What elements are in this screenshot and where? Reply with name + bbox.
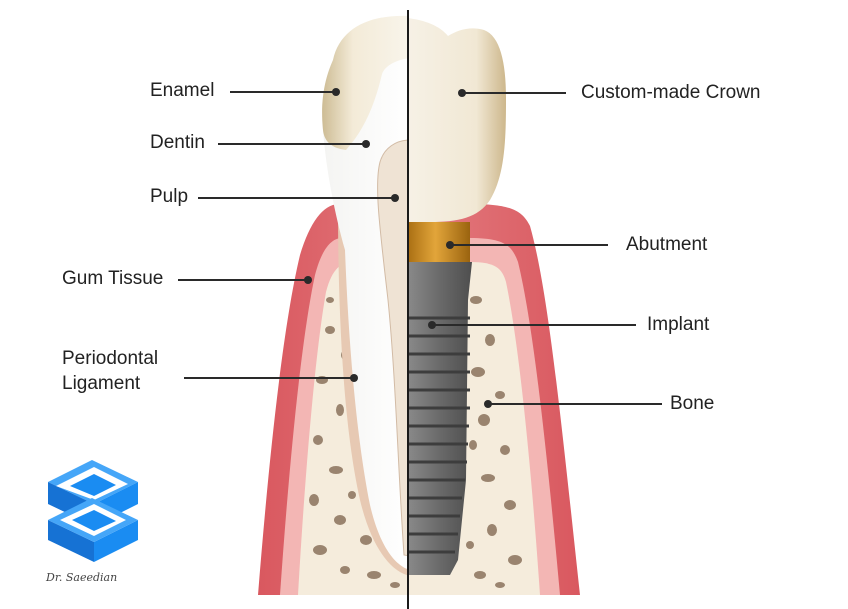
enamel-shape (322, 15, 407, 150)
label-pulp: Pulp (150, 186, 189, 207)
label-gum-tissue: Gum Tissue (62, 268, 164, 289)
label-bone: Bone (670, 393, 715, 414)
bone-pores (309, 296, 522, 588)
signature: Dr. Saeedian (46, 571, 118, 584)
implant-threads (407, 316, 470, 554)
label-abutment: Abutment (626, 234, 708, 255)
crown-shape (407, 18, 506, 222)
label-periodontal-ligament: Periodontal Ligament (62, 348, 159, 394)
label-implant: Implant (647, 314, 710, 335)
logo-icon (48, 460, 138, 562)
label-enamel: Enamel (150, 80, 215, 101)
label-dentin: Dentin (150, 132, 205, 153)
pulp-shape (377, 139, 407, 557)
label-custom-crown: Custom-made Crown (581, 82, 761, 103)
abutment-shape (407, 222, 470, 262)
leader-lines (178, 88, 662, 408)
